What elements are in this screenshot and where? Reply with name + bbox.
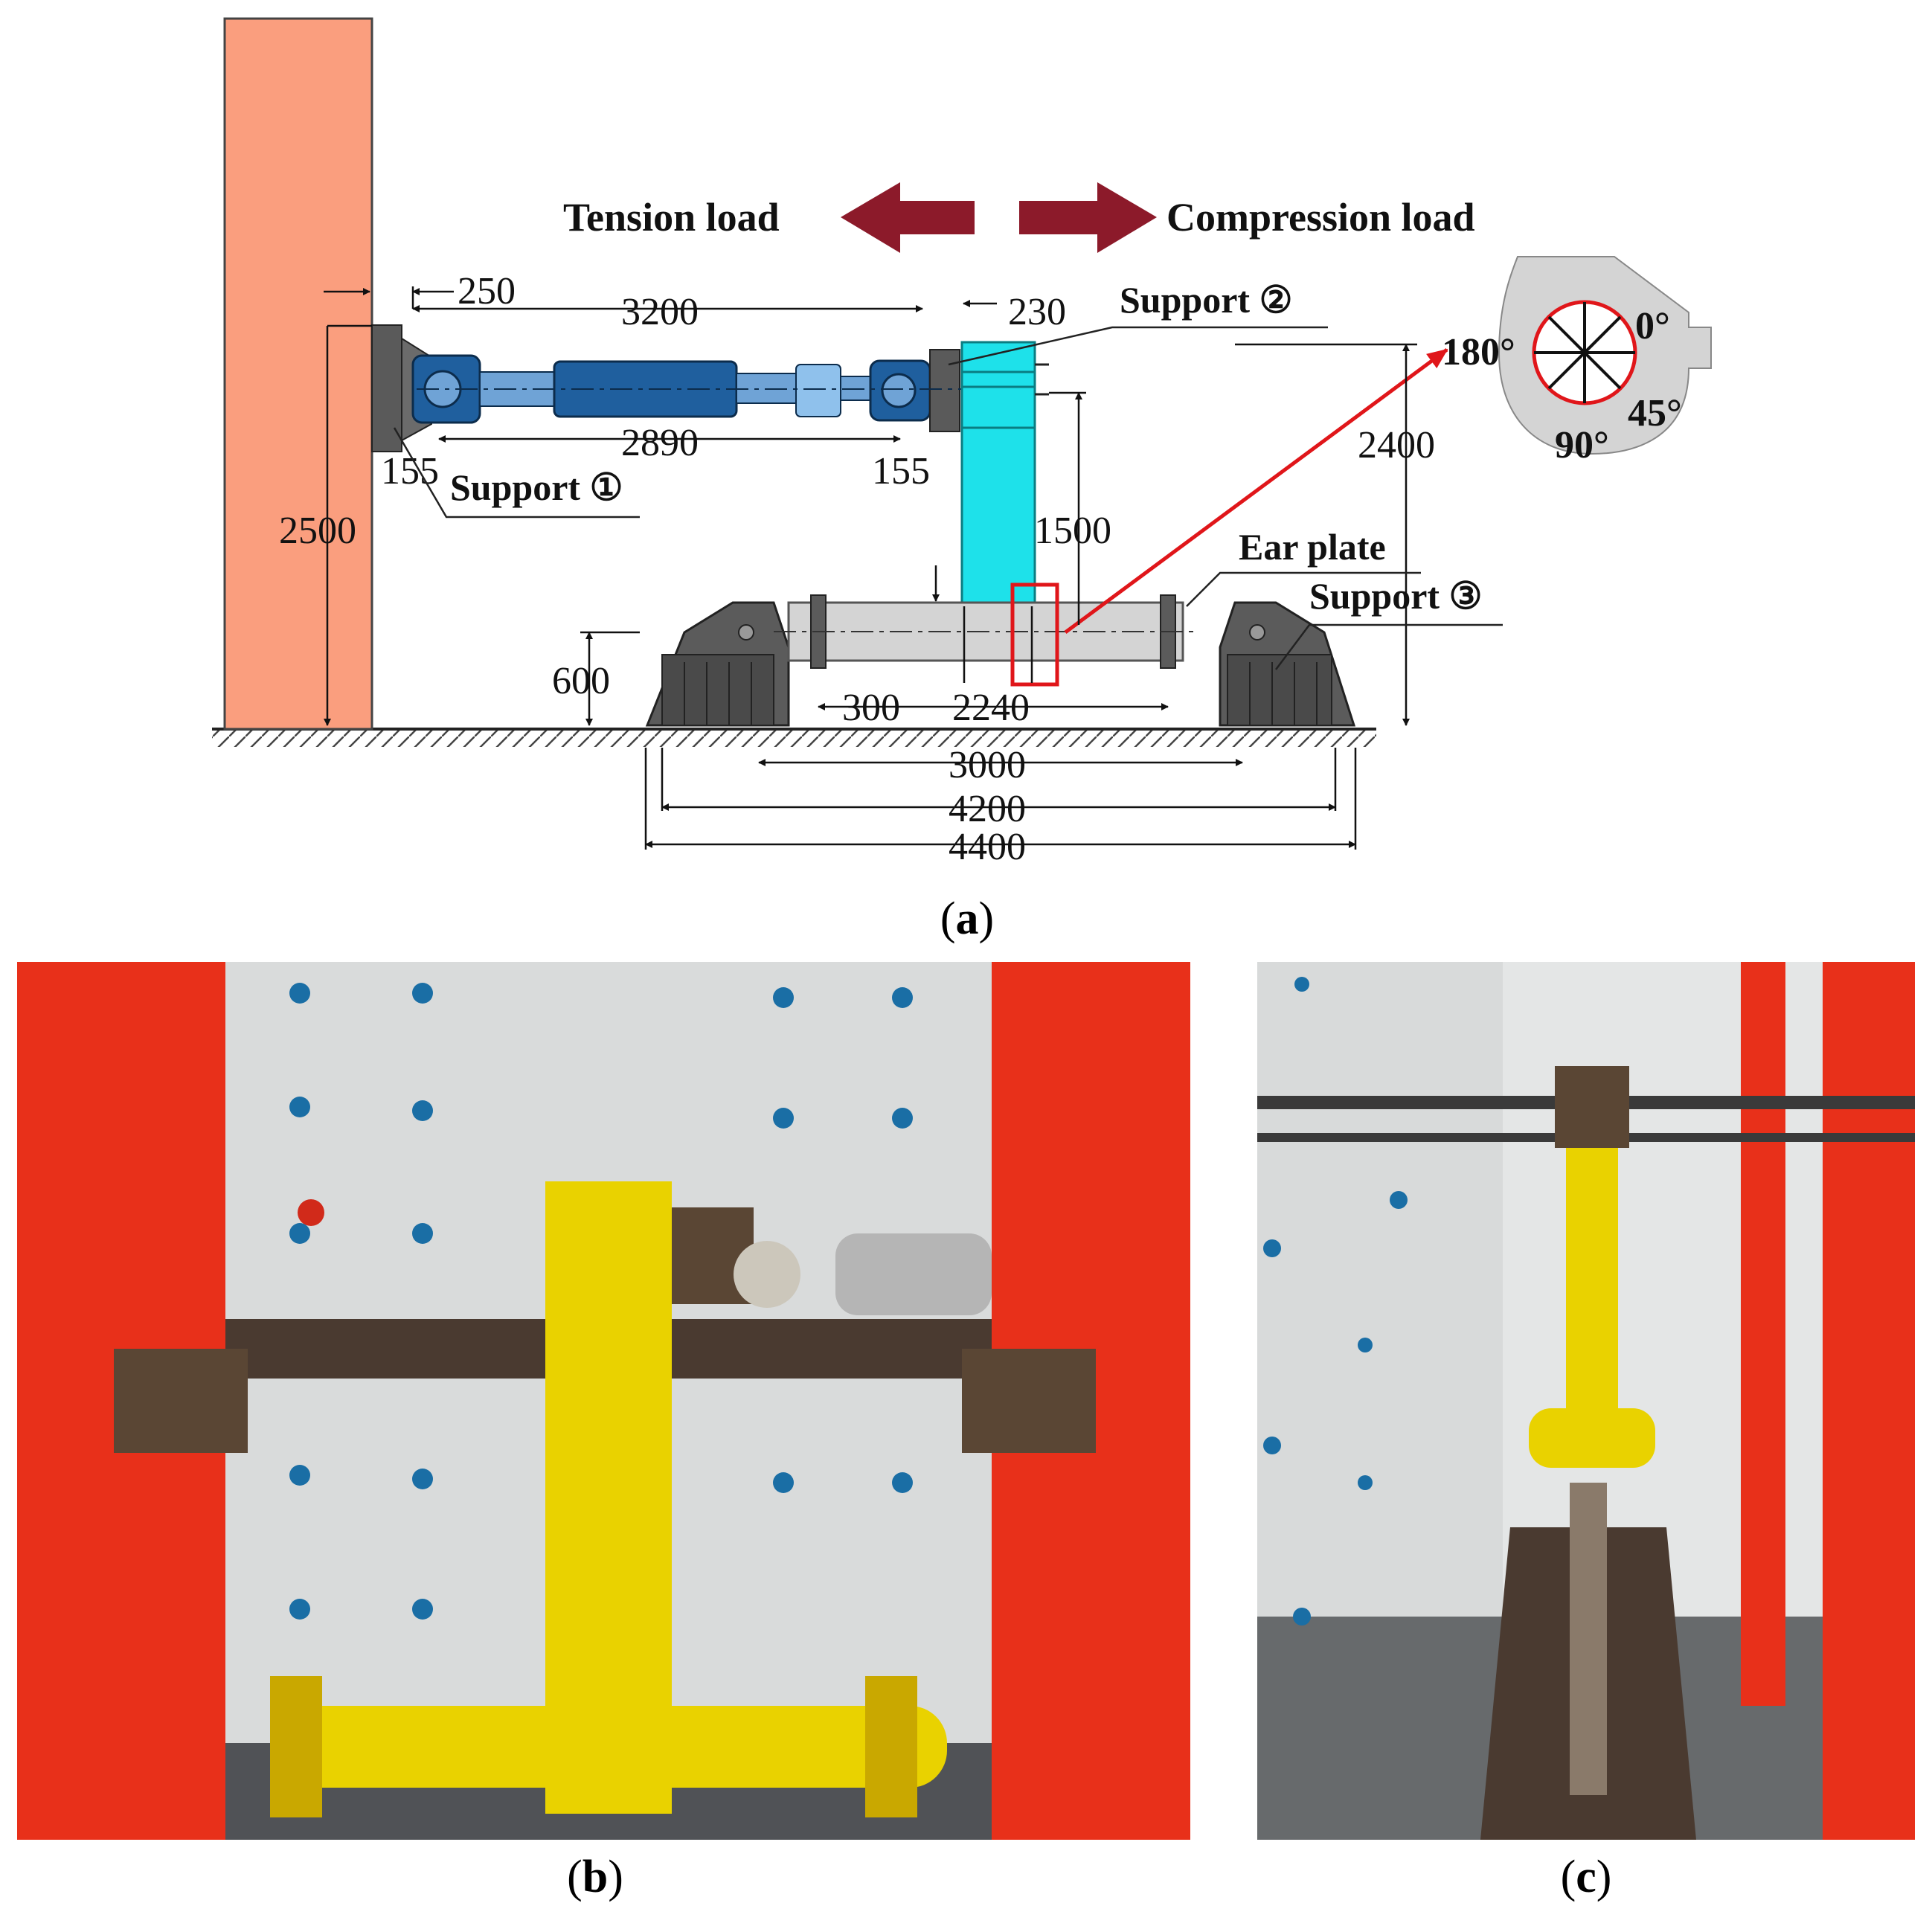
tension-load-label: Tension load xyxy=(563,195,780,240)
dim-2400: 2400 xyxy=(1358,424,1435,466)
test-setup-schematic: Tension load Compression load 250 3200 2… xyxy=(212,17,1712,868)
ear-plate-label: Ear plate xyxy=(1239,526,1386,568)
dim-2890: 2890 xyxy=(621,422,699,464)
dimension-lines xyxy=(324,286,1417,850)
angle-0-label: 0° xyxy=(1635,305,1670,347)
callout-leaders xyxy=(393,326,1503,670)
dim-155-left: 155 xyxy=(381,450,439,492)
support-1-label: Support ① xyxy=(450,466,623,508)
dim-1500: 1500 xyxy=(1034,510,1111,552)
compression-arrow xyxy=(1019,182,1157,253)
dim-4400: 4400 xyxy=(949,826,1026,868)
actuator-assembly xyxy=(371,324,967,452)
measurement-section-box xyxy=(1010,583,1059,687)
caption-b: (b) xyxy=(567,1852,623,1902)
tension-arrow xyxy=(841,182,975,253)
specimen-tube xyxy=(774,594,1198,669)
dim-155-right: 155 xyxy=(872,450,930,492)
dim-250: 250 xyxy=(458,270,516,312)
support-3-label: Support ③ xyxy=(1309,575,1482,617)
support-3-right xyxy=(1219,601,1356,727)
photo-b-front-view xyxy=(17,962,1190,1840)
steel-column xyxy=(960,341,1049,608)
compression-load-label: Compression load xyxy=(1166,195,1475,240)
angle-45-label: 45° xyxy=(1628,392,1682,434)
dim-3200: 3200 xyxy=(621,291,699,333)
dim-230: 230 xyxy=(1008,291,1066,333)
dim-300: 300 xyxy=(842,687,900,729)
photo-c-side-view xyxy=(1257,962,1915,1840)
caption-a: (a) xyxy=(940,893,995,944)
caption-c: (c) xyxy=(1560,1852,1612,1902)
dim-2500: 2500 xyxy=(279,510,356,552)
ground-line xyxy=(212,728,1376,747)
support-3-left xyxy=(645,601,790,727)
dim-3000: 3000 xyxy=(949,744,1026,786)
dim-600: 600 xyxy=(552,660,610,702)
dim-4200: 4200 xyxy=(949,788,1026,830)
tube-section-view xyxy=(1498,256,1712,455)
reaction-wall xyxy=(223,17,373,731)
angle-90-label: 90° xyxy=(1555,424,1609,466)
section-pointer-arrow xyxy=(1064,347,1448,635)
dim-2240: 2240 xyxy=(952,687,1030,729)
angle-180-label: 180° xyxy=(1442,331,1515,373)
support-2-label: Support ② xyxy=(1120,279,1292,321)
